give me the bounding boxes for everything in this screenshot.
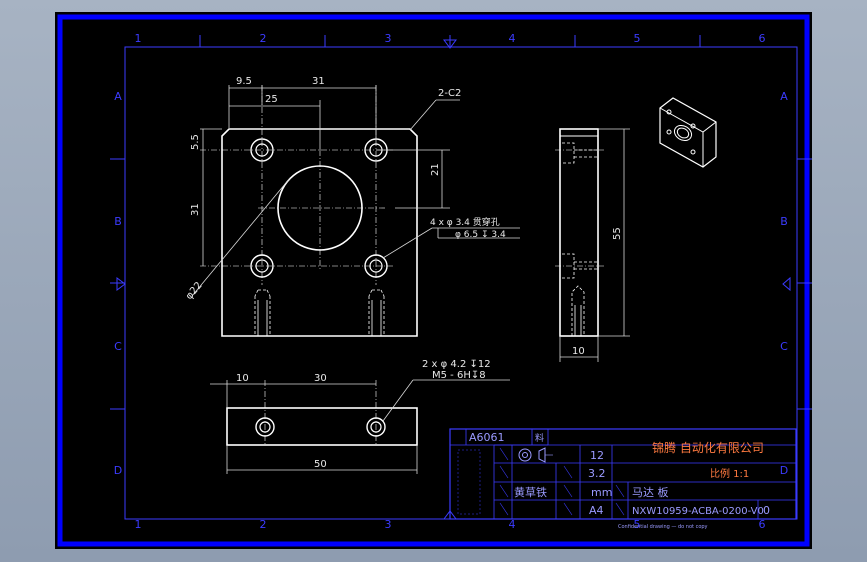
front-view[interactable]: 9.5 31 25 5.5 31 21 2-C2 φ22 4 x φ 3.4 贯… xyxy=(184,76,520,337)
dim-9-5: 9.5 xyxy=(236,76,252,87)
counterbore-hole xyxy=(364,254,388,278)
iso-outline xyxy=(659,97,717,168)
row-label: D xyxy=(114,464,122,477)
column-label: 2 xyxy=(260,32,267,45)
row-labels: A A B B C C D D xyxy=(114,90,788,477)
column-label: 1 xyxy=(135,518,142,531)
roughness-value: 3.2 xyxy=(588,467,606,480)
note-line1: 2 x φ 4.2 ↧12 xyxy=(422,359,491,370)
material-label: 料 xyxy=(535,432,544,444)
column-label: 2 xyxy=(260,518,267,531)
column-label: 5 xyxy=(634,32,641,45)
bore-circle xyxy=(277,165,363,251)
front-dimensions xyxy=(191,85,520,297)
row-label: B xyxy=(780,215,788,228)
column-label: 1 xyxy=(135,32,142,45)
sheet-background xyxy=(55,12,812,549)
front-view-outline xyxy=(221,128,418,337)
dim-chamfer: 2-C2 xyxy=(438,88,461,99)
dim-31-top: 31 xyxy=(312,76,325,87)
bottom-view[interactable]: 10 30 50 2 x φ 4.2 ↧12 M5 - 6H↧8 xyxy=(210,359,510,474)
column-label: 3 xyxy=(385,518,392,531)
footer-note: Confidential drawing — do not copy xyxy=(618,524,708,530)
company-name: 锦腾 自动化有限公司 xyxy=(652,440,764,455)
row-label: D xyxy=(780,464,788,477)
bottom-view-outline xyxy=(226,407,418,446)
part-name: 马达 板 xyxy=(632,485,669,499)
side-dimensions xyxy=(559,128,630,362)
column-label: 3 xyxy=(385,32,392,45)
column-label: 4 xyxy=(509,32,516,45)
front-dimension-text: 9.5 31 25 5.5 31 21 2-C2 φ22 4 x φ 3.4 贯… xyxy=(184,76,506,302)
drawing-number: NXW10959-ACBA-0200-V0 xyxy=(632,506,764,517)
row-label: B xyxy=(114,215,122,228)
title-block-small-labels xyxy=(457,447,625,516)
dim-10-side: 10 xyxy=(572,346,585,357)
dim-30: 30 xyxy=(314,373,327,384)
row-label: A xyxy=(780,90,788,103)
sheet-border-outer xyxy=(57,14,810,547)
note-line2: M5 - 6H↧8 xyxy=(432,370,486,381)
column-label: 5 xyxy=(634,518,641,531)
bottom-dimensions xyxy=(210,379,510,474)
zone-markers xyxy=(110,35,812,520)
tapped-hole-hidden xyxy=(254,289,271,336)
column-label: 4 xyxy=(509,518,516,531)
counterbore-hole xyxy=(250,138,274,162)
unit-value: mm xyxy=(591,486,612,499)
side-view[interactable]: 55 10 xyxy=(555,128,630,362)
qty-value: 12 xyxy=(590,449,604,462)
dim-5-5: 5.5 xyxy=(190,134,201,150)
row-label: C xyxy=(780,340,788,353)
treatment-value: 黄草铁 xyxy=(514,485,547,499)
revision-value: 0 xyxy=(763,504,770,517)
material-value: A6061 xyxy=(469,431,505,444)
dim-25: 25 xyxy=(265,94,278,105)
row-label: C xyxy=(114,340,122,353)
dim-21: 21 xyxy=(430,163,441,176)
dim-holes-line1: 4 x φ 3.4 贯穿孔 xyxy=(430,216,500,228)
projection-symbol-icon xyxy=(518,447,553,463)
iso-bore xyxy=(673,124,693,142)
dim-holes-line2: φ 6.5 ↧ 3.4 xyxy=(455,230,506,240)
dim-31-left: 31 xyxy=(190,203,201,216)
isometric-view[interactable] xyxy=(659,97,717,168)
column-label: 6 xyxy=(759,32,766,45)
scale-label: 比例 1:1 xyxy=(710,467,749,480)
dim-50: 50 xyxy=(314,459,327,470)
side-view-outline xyxy=(559,128,599,337)
sheet-size: A4 xyxy=(589,504,604,517)
dim-55: 55 xyxy=(612,227,623,240)
row-label: A xyxy=(114,90,122,103)
column-label: 6 xyxy=(759,518,766,531)
dim-10-bottom: 10 xyxy=(236,373,249,384)
counterbore-hole xyxy=(250,254,274,278)
title-block[interactable]: A6061 料 锦腾 自动化有限公司 比例 1:1 12 3.2 mm 马达 板… xyxy=(449,428,797,530)
tapped-hole-hidden xyxy=(368,289,385,336)
